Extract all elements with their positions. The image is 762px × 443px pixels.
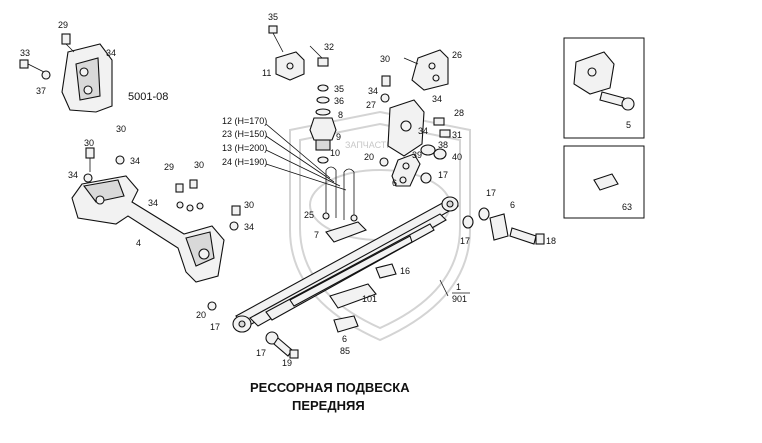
callout-29: 29 [58, 20, 68, 30]
inset-box-5 [563, 37, 645, 139]
callout-26: 26 [452, 50, 462, 60]
clamp-101 [329, 283, 377, 333]
callout-17: 17 [256, 348, 266, 358]
callout-8: 8 [338, 110, 343, 120]
watermark-text: ЗАПЧАСТИКА [345, 140, 404, 150]
bolt-29-top [61, 33, 75, 53]
callout-6: 6 [342, 334, 347, 344]
callout-39: 39 [412, 150, 422, 160]
callout-34: 34 [130, 156, 140, 166]
callout-40: 40 [452, 152, 462, 162]
callout-28: 28 [454, 108, 464, 118]
callout-24: 24 (H=190) [222, 157, 267, 167]
callout-6: 6 [510, 200, 515, 210]
callout-18: 18 [546, 236, 556, 246]
callout-34: 34 [148, 198, 158, 208]
callout-37: 37 [36, 86, 46, 96]
callout-20: 20 [196, 310, 206, 320]
callout-20: 20 [364, 152, 374, 162]
callout-labels: 29 33 34 37 5001-08 35 32 11 26 35 36 8 … [20, 12, 632, 368]
bracket-11 [268, 25, 329, 81]
callout-17: 17 [460, 236, 470, 246]
callout-13: 13 (H=200) [222, 143, 267, 153]
spring-hanger-rear [380, 75, 451, 160]
callout-901: 901 [452, 294, 467, 304]
callout-1: 1 [456, 282, 461, 292]
callout-19: 19 [282, 358, 292, 368]
callout-23: 23 (H=150) [222, 129, 267, 139]
callout-30: 30 [380, 54, 390, 64]
callout-35: 35 [334, 84, 344, 94]
callout-17: 17 [486, 188, 496, 198]
plate-16 [375, 263, 397, 279]
callout-38: 38 [438, 140, 448, 150]
u-bolts [322, 166, 358, 222]
callout-34: 34 [244, 222, 254, 232]
callout-63: 63 [622, 202, 632, 212]
leaf-spring [232, 196, 460, 333]
callout-34: 34 [418, 126, 428, 136]
bolt-33 [19, 59, 51, 80]
callout-101: 101 [362, 294, 377, 304]
callout-35: 35 [268, 12, 278, 22]
callout-33: 33 [20, 48, 30, 58]
callout-36: 36 [334, 96, 344, 106]
callout-17: 17 [210, 322, 220, 332]
inset-box-63 [563, 145, 645, 219]
callout-5001-08: 5001-08 [128, 91, 168, 103]
callout-34: 34 [68, 170, 78, 180]
title-line-2: ПЕРЕДНЯЯ [292, 398, 365, 413]
callout-16: 16 [400, 266, 410, 276]
bracket-26 [411, 49, 449, 91]
callout-30: 30 [244, 200, 254, 210]
callout-17: 17 [438, 170, 448, 180]
axle-beam [71, 147, 241, 283]
callout-7: 7 [314, 230, 319, 240]
diagram-title: РЕССОРНАЯ ПОДВЕСКА ПЕРЕДНЯЯ [250, 380, 410, 413]
title-line-1: РЕССОРНАЯ ПОДВЕСКА [250, 380, 410, 395]
callout-29: 29 [164, 162, 174, 172]
callout-34: 34 [368, 86, 378, 96]
callout-5: 5 [626, 120, 631, 130]
callout-32: 32 [324, 42, 334, 52]
bump-stop [309, 84, 337, 164]
callout-31: 31 [452, 130, 462, 140]
callout-4: 4 [136, 238, 141, 248]
pad-7 [325, 221, 367, 243]
callout-10: 10 [330, 148, 340, 158]
callout-27: 27 [366, 100, 376, 110]
callout-34: 34 [432, 94, 442, 104]
front-shackle-parts [462, 207, 545, 245]
callout-12: 12 (H=170) [222, 116, 267, 126]
callout-30: 30 [84, 138, 94, 148]
bracket-5001-08 [61, 43, 113, 113]
callout-11: 11 [262, 68, 271, 78]
callout-25: 25 [304, 210, 314, 220]
shackle-39 [379, 153, 432, 187]
callout-9: 9 [336, 132, 341, 142]
leader-lines [265, 57, 449, 297]
callout-6: 6 [392, 178, 397, 188]
rear-eye-bolt [207, 301, 299, 359]
callout-34: 34 [106, 48, 116, 58]
callout-30: 30 [194, 160, 204, 170]
callout-85: 85 [340, 346, 350, 356]
callout-30: 30 [116, 124, 126, 134]
